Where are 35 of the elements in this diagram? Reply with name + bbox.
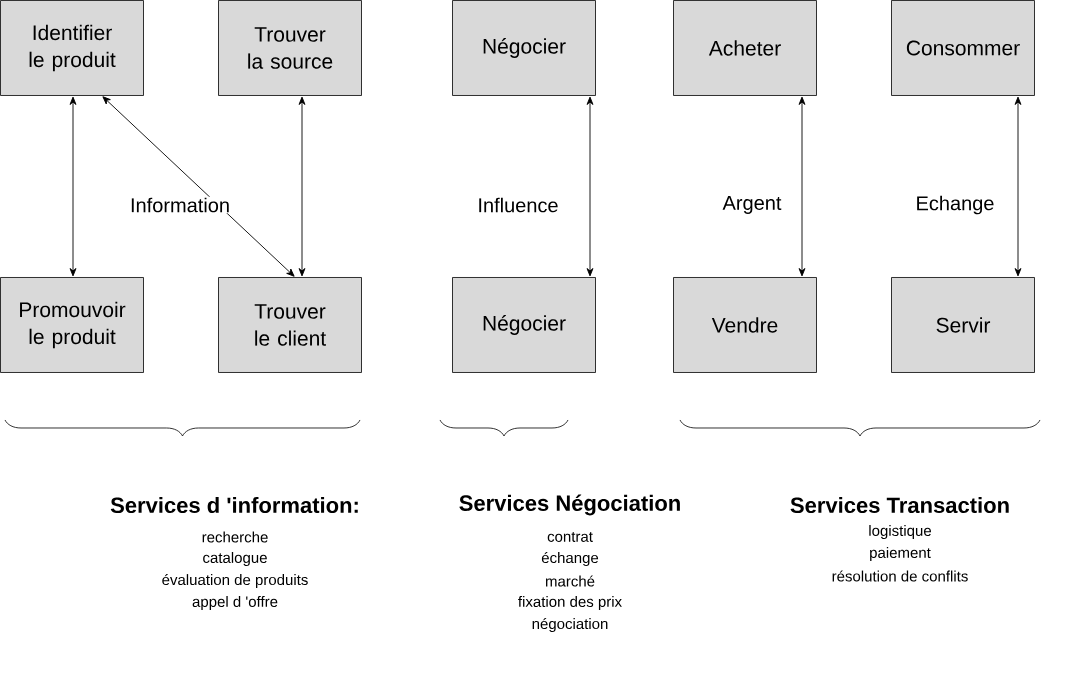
arrow (69, 96, 77, 277)
edge-label: Echange (914, 194, 996, 216)
service-item: appel d 'offre (192, 596, 278, 610)
process-box: Promouvoir le produit (0, 277, 144, 373)
process-box: Acheter (673, 0, 817, 96)
process-box: Servir (891, 277, 1035, 373)
group-heading: Services Transaction (790, 496, 1009, 514)
service-item: paiement (870, 547, 931, 561)
service-item: évaluation de produits (162, 573, 308, 589)
service-item: échange (541, 551, 599, 567)
edge-label: Information (129, 196, 232, 214)
process-box: Vendre (673, 277, 817, 373)
process-box: Trouver le client (218, 277, 362, 373)
arrow (102, 96, 295, 277)
edge-label: Argent (721, 195, 783, 215)
service-item: logistique (869, 525, 931, 539)
service-item: négociation (532, 617, 608, 633)
process-box: Identifier le produit (0, 0, 144, 96)
group-heading: Services Négociation (459, 494, 680, 516)
service-item: marché (546, 575, 595, 587)
service-item: contrat (547, 532, 593, 542)
service-item: fixation des prix (518, 596, 622, 610)
arrow (586, 96, 594, 277)
arrow (798, 96, 806, 277)
arrow (1014, 96, 1022, 277)
process-box: Consommer (891, 0, 1035, 96)
process-box: Négocier (452, 277, 596, 373)
process-box: Trouver la source (218, 0, 362, 96)
arrow (298, 96, 306, 277)
process-box: Négocier (452, 0, 596, 96)
service-item: catalogue (203, 552, 267, 566)
service-item: recherche (202, 531, 268, 543)
group-heading: Services d 'information: (110, 496, 358, 514)
edge-label: Influence (476, 196, 560, 214)
service-item: résolution de conflits (832, 570, 968, 582)
